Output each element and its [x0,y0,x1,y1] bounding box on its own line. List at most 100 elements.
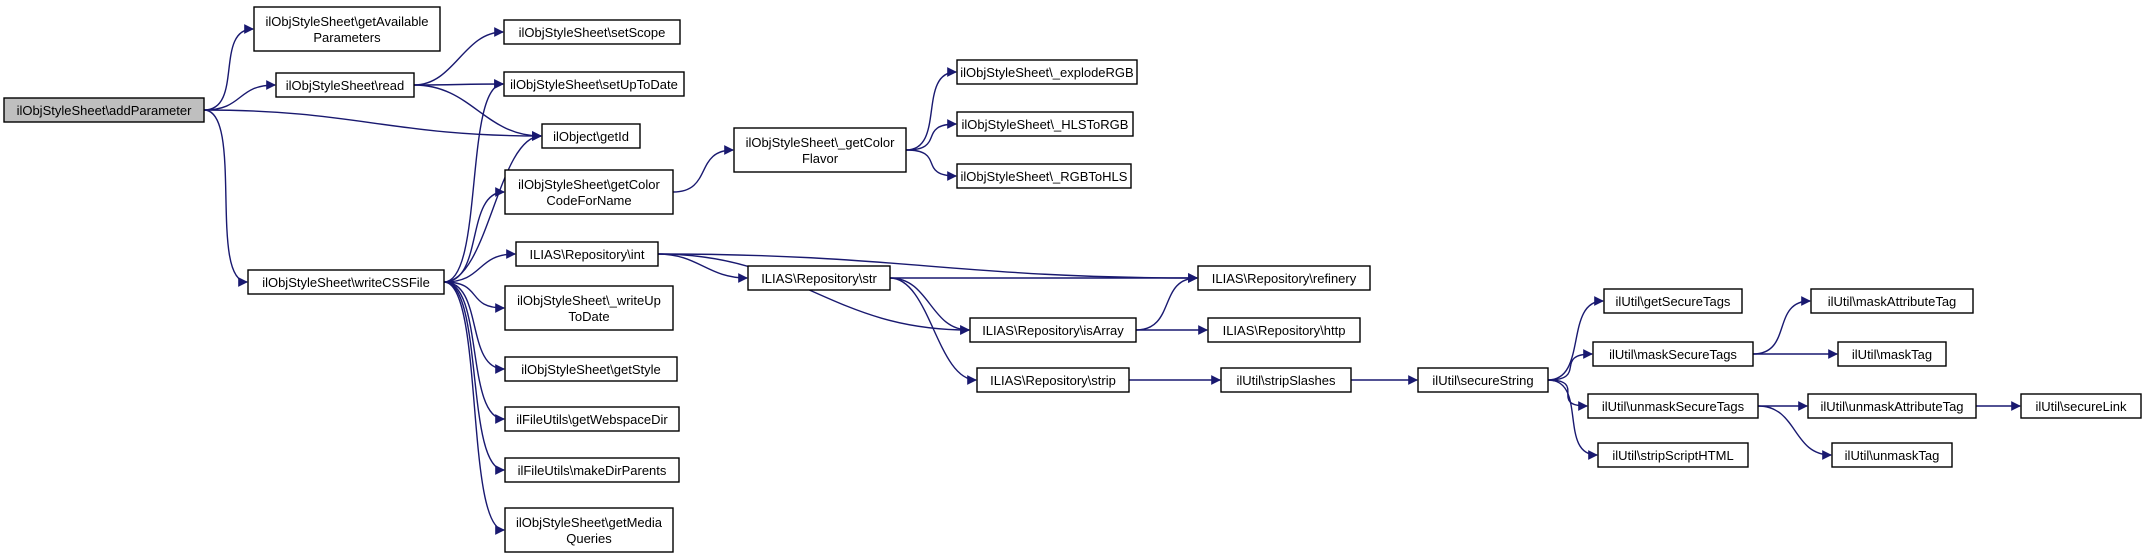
node-label: ilObjStyleSheet\setUpToDate [510,77,678,92]
node-label: ilFileUtils\makeDirParents [518,463,667,478]
nodes-layer: ilObjStyleSheet\addParameter ilObjStyleSh… [3,6,2142,553]
node-label: ilObjStyleSheet\_writeUp [517,293,661,308]
node-ilutil-unmaskattributetag[interactable]: ilUtil\unmaskAttributeTag [1807,393,1977,419]
node-box [2020,393,2142,419]
node-label: ilUtil\unmaskTag [1845,448,1940,463]
edge-n0-n4 [203,109,248,287]
node-ilobject-getid[interactable]: ilObject\getId [541,123,641,149]
node-label: ILIAS\Repository\int [530,247,645,262]
node-label: ilObjStyleSheet\_HLSToRGB [962,117,1129,132]
node-box [1587,393,1759,419]
node-box [504,406,680,432]
edge-n8-n18 [657,253,748,283]
node-box [1197,265,1371,291]
node-label: ilUtil\maskAttributeTag [1828,294,1957,309]
node-ilobjstylesheet-setscope[interactable]: ilObjStyleSheet\setScope [503,19,681,45]
node-ilias-repository-http[interactable]: ILIAS\Repository\http [1207,317,1361,343]
node-label: ilObjStyleSheet\addParameter [17,103,193,118]
node-ilutil-stripscripthtml[interactable]: ilUtil\stripScriptHTML [1597,442,1749,468]
edge-n8-n19 [657,253,1198,283]
node-label: ilUtil\maskSecureTags [1609,347,1737,362]
node-box [503,71,685,97]
node-box [253,6,441,52]
node-ilias-repository-refinery[interactable]: ILIAS\Repository\refinery [1197,265,1371,291]
node-label: ilObject\getId [553,129,629,144]
node-label: ILIAS\Repository\refinery [1212,271,1357,286]
node-ilutil-stripslashes[interactable]: ilUtil\stripSlashes [1220,367,1352,393]
edge-n26-n29 [1752,296,1811,355]
node-label: ILIAS\Repository\strip [990,373,1116,388]
edge-n4-n13 [443,281,505,535]
node-ilutil-securelink[interactable]: ilUtil\secureLink [2020,393,2142,419]
node-label: ilObjStyleSheet\_getColor [746,135,896,150]
node-ilutil-masktag[interactable]: ilUtil\maskTag [1837,341,1947,367]
node-ilobjstylesheet-addparameter[interactable]: ilObjStyleSheet\addParameter [3,97,205,123]
node-ilobjstylesheet-rgbtohls[interactable]: ilObjStyleSheet\_RGBToHLS [956,163,1132,189]
node-label: Flavor [802,151,839,166]
node-ilobjstylesheet-getstyle[interactable]: ilObjStyleSheet\getStyle [504,356,678,382]
node-box [1807,393,1977,419]
node-label: ilObjStyleSheet\setScope [519,25,666,40]
node-label: ToDate [568,309,609,324]
node-ilfileutils-getwebspacedir[interactable]: ilFileUtils\getWebspaceDir [504,406,680,432]
node-ilobjstylesheet-writecssfile[interactable]: ilObjStyleSheet\writeCSSFile [247,269,445,295]
node-ilutil-securestring[interactable]: ilUtil\secureString [1417,367,1549,393]
edge-n4-n11 [443,281,505,424]
node-ilobjstylesheet-setuptodate[interactable]: ilObjStyleSheet\setUpToDate [503,71,685,97]
node-box [956,163,1132,189]
node-label: ilUtil\maskTag [1852,347,1932,362]
node-ilutil-masksecuretags[interactable]: ilUtil\maskSecureTags [1592,341,1754,367]
node-ilias-repository-str[interactable]: ILIAS\Repository\str [747,265,891,291]
node-box [733,127,907,173]
node-box [504,507,674,553]
node-ilutil-unmasksecuretags[interactable]: ilUtil\unmaskSecureTags [1587,393,1759,419]
node-label: ILIAS\Repository\isArray [982,323,1124,338]
edge-n0-n1 [203,24,254,111]
node-label: ilObjStyleSheet\writeCSSFile [262,275,430,290]
edge-n4-n8 [443,249,516,283]
edge-n14-n15 [905,67,957,151]
edge-n0-n2 [203,80,276,111]
node-ilias-repository-int[interactable]: ILIAS\Repository\int [515,241,659,267]
edge-n14-n17 [905,149,957,181]
node-box [275,72,415,98]
node-box [956,59,1138,85]
node-ilfileutils-makedirparents[interactable]: ilFileUtils\makeDirParents [504,457,680,483]
node-label: ilUtil\secureLink [2035,399,2127,414]
node-ilutil-unmasktag[interactable]: ilUtil\unmaskTag [1831,442,1953,468]
node-box [1837,341,1947,367]
node-ilias-repository-strip[interactable]: ILIAS\Repository\strip [976,367,1130,393]
node-label: ilObjStyleSheet\getColor [518,177,660,192]
node-box [3,97,205,123]
node-label: Queries [566,531,612,546]
node-box [1220,367,1352,393]
node-ilutil-maskattributetag[interactable]: ilUtil\maskAttributeTag [1810,288,1974,314]
node-box [504,169,674,215]
node-label: ilObjStyleSheet\_RGBToHLS [961,169,1128,184]
edge-n0-n3 [203,109,542,141]
node-label: ilObjStyleSheet\getStyle [521,362,660,377]
edges-layer [203,24,2021,535]
edge-n20-n19 [1135,273,1198,331]
node-ilobjstylesheet-explodergb[interactable]: ilObjStyleSheet\_explodeRGB [956,59,1138,85]
node-ilobjstylesheet-read[interactable]: ilObjStyleSheet\read [275,72,415,98]
node-label: ilUtil\unmaskAttributeTag [1820,399,1963,414]
node-ilobjstylesheet-hlstorgb[interactable]: ilObjStyleSheet\_HLSToRGB [956,111,1134,137]
node-box [1603,288,1743,314]
node-box [1810,288,1974,314]
node-box [247,269,445,295]
node-label: Parameters [313,30,381,45]
node-label: ilFileUtils\getWebspaceDir [516,412,668,427]
node-label: ILIAS\Repository\str [761,271,877,286]
node-label: ilUtil\unmaskSecureTags [1602,399,1745,414]
node-ilutil-getsecuretags[interactable]: ilUtil\getSecureTags [1603,288,1743,314]
node-box [1207,317,1361,343]
node-label: CodeForName [546,193,631,208]
node-ilias-repository-isarray[interactable]: ILIAS\Repository\isArray [969,317,1137,343]
